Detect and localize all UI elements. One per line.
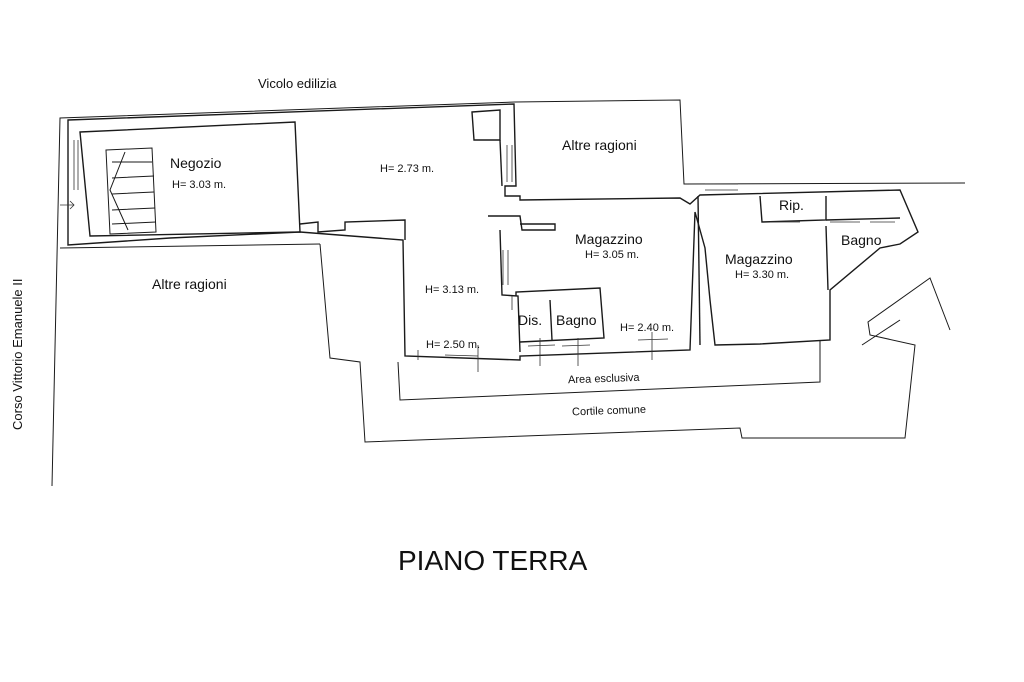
- room-height-corridor: H= 2.40 m.: [620, 322, 674, 334]
- area-label-area-esclusiva: Area esclusiva: [568, 372, 641, 387]
- room-height-magazzino-2: H= 3.30 m.: [735, 269, 789, 281]
- area-label-altre-ragioni-west: Altre ragioni: [152, 276, 227, 292]
- room-name-rip: Rip.: [779, 197, 804, 213]
- area-label-altre-ragioni-north: Altre ragioni: [562, 137, 637, 153]
- building-walls: [67, 103, 919, 361]
- plan-title: PIANO TERRA: [398, 545, 588, 576]
- room-name-bagno-2: Bagno: [841, 232, 882, 248]
- street-label-west: Corso Vittorio Emanuele II: [10, 279, 25, 431]
- room-name-magazzino-2: Magazzino: [725, 251, 793, 267]
- area-esclusiva-outline: [397, 340, 821, 401]
- room-name-magazzino-1: Magazzino: [575, 231, 643, 247]
- room-name-bagno-1: Bagno: [556, 312, 597, 328]
- room-height-magazzino-1: H= 3.05 m.: [585, 249, 639, 261]
- room-height-negozio: H= 3.03 m.: [172, 179, 226, 191]
- area-label-cortile-comune: Cortile comune: [572, 404, 646, 419]
- room-height-low-bay: H= 2.50 m.: [426, 339, 480, 351]
- room-height-central-top: H= 2.73 m.: [380, 163, 434, 175]
- street-label-north: Vicolo edilizia: [258, 76, 337, 91]
- room-height-central-low: H= 3.13 m.: [425, 284, 479, 296]
- door-marks: [60, 140, 895, 372]
- room-name-dis: Dis.: [518, 312, 542, 328]
- room-name-negozio: Negozio: [170, 155, 222, 171]
